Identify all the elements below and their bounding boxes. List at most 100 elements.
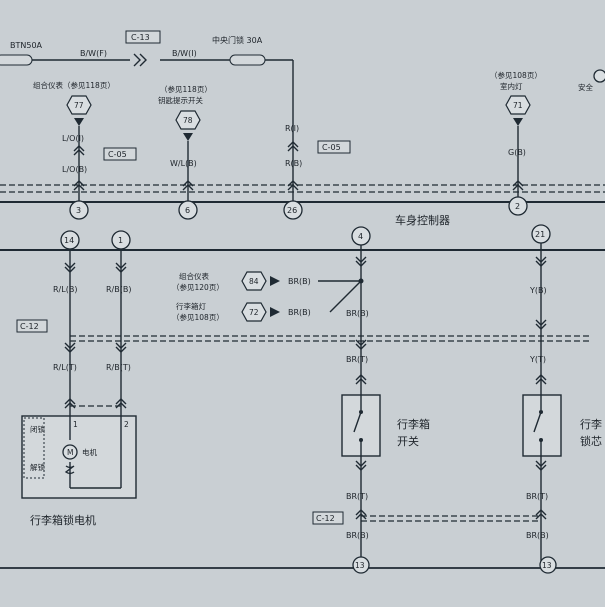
motor-coil — [64, 465, 75, 475]
motor-m-symbol: M — [67, 448, 73, 457]
connector-c12-label: C-12 — [20, 322, 39, 331]
svg-text:77: 77 — [74, 101, 84, 110]
wire-label: G(B) — [508, 148, 526, 157]
trunk-lamp-ref-page: （参见108页） — [172, 312, 224, 322]
bcm-pin-2: 2 — [508, 196, 528, 216]
connector-c05-label: C-05 — [108, 150, 127, 159]
wire-label: BR(T) — [346, 492, 368, 501]
trunk-switch-label-2: 开关 — [397, 434, 419, 448]
connector-chevron — [133, 53, 147, 67]
top-feed-wires — [0, 53, 294, 125]
trunk-switch-label-1: 行李箱 — [397, 417, 430, 431]
motor-unlock-label: 解锁 — [30, 462, 45, 472]
motor-lock-label: 闭锁 — [30, 424, 45, 434]
wire-label: L/O(I) — [62, 134, 84, 143]
connector-tag — [312, 511, 344, 525]
svg-text:26: 26 — [287, 206, 297, 215]
trunk-lock-motor-title: 行李箱锁电机 — [30, 513, 96, 527]
svg-text:2: 2 — [515, 202, 520, 211]
wire-label: R/L(B) — [53, 285, 77, 294]
hex-ref-84: 84 — [241, 271, 267, 291]
hex-ref-72: 72 — [241, 302, 267, 322]
hex-ref-71: 71 — [505, 95, 531, 126]
connector-tag — [103, 147, 137, 161]
lower-wires — [0, 243, 605, 569]
interior-lamp-ref: （参见108页） — [490, 70, 542, 80]
svg-text:6: 6 — [185, 206, 190, 215]
bcm-pin-26: 26 — [283, 200, 303, 220]
fuse-symbol — [0, 54, 33, 66]
bcm-pin-4: 4 — [351, 226, 371, 246]
wire-label: B/W(I) — [172, 49, 197, 58]
trunk-lamp-ref-name: 行李箱灯 — [176, 301, 206, 311]
bcm-pin-21: 21 — [531, 224, 551, 244]
key-switch-label: 钥匙提示开关 — [158, 95, 203, 105]
bcm-pin-1: 1 — [111, 230, 131, 250]
svg-text:13: 13 — [542, 561, 552, 570]
wire-label: BR(T) — [526, 492, 548, 501]
wire-label: R/B(T) — [106, 363, 131, 372]
bcm-pin-3: 3 — [69, 200, 89, 220]
connector-tag — [317, 140, 351, 154]
wire-label: L/O(B) — [62, 165, 87, 174]
bcm-title: 车身控制器 — [395, 213, 450, 227]
svg-text:13: 13 — [355, 561, 365, 570]
ground-pin-13a: 13 — [352, 556, 370, 574]
splice-lines — [270, 276, 364, 317]
connector-tag — [125, 30, 161, 44]
connector-c05-label: C-05 — [322, 143, 341, 152]
offpage-circle — [593, 69, 605, 83]
svg-text:14: 14 — [64, 236, 74, 245]
wire-label: R(I) — [285, 124, 299, 133]
motor-pin-1: 1 — [73, 420, 78, 429]
wire-label: Y(T) — [529, 355, 546, 364]
wire-label: BR(B) — [288, 277, 311, 286]
wire-label: B/W(F) — [80, 49, 107, 58]
instrument-cluster-ref: 组合仪表（参见118页） — [33, 80, 115, 90]
motor-pin-2: 2 — [124, 420, 129, 429]
svg-text:78: 78 — [183, 116, 193, 125]
trunk-open-switch — [341, 394, 381, 457]
bcm-pin-14: 14 — [60, 230, 80, 250]
cluster-ref-name: 组合仪表 — [179, 271, 209, 281]
lock-cylinder-label-1: 行李 — [580, 417, 602, 431]
trunk-lock-cylinder — [522, 394, 562, 457]
svg-text:1: 1 — [118, 236, 123, 245]
wire-label: BR(B) — [346, 309, 369, 318]
wire-label: W/L(B) — [170, 159, 197, 168]
cluster-ref-page: （参见120页） — [172, 282, 224, 292]
fuse-btn50a-label: BTN50A — [10, 41, 43, 50]
interior-lamp-label: 室内灯 — [500, 81, 523, 91]
connector-tag — [16, 319, 48, 333]
svg-text:3: 3 — [76, 206, 81, 215]
svg-text:84: 84 — [249, 277, 259, 286]
hex-ref-78: 78 — [175, 110, 201, 141]
bcm-module — [0, 184, 605, 251]
edge-label: 安全 — [578, 82, 593, 92]
fuse-central-lock-label: 中央门锁 30A — [212, 35, 263, 45]
motor-symbol — [62, 444, 78, 460]
svg-text:71: 71 — [513, 101, 523, 110]
svg-text:4: 4 — [358, 232, 363, 241]
bcm-pin-6: 6 — [178, 200, 198, 220]
key-switch-ref: （参见118页） — [160, 84, 212, 94]
wire-label: BR(T) — [346, 355, 368, 364]
motor-label: 电机 — [82, 447, 97, 457]
wire-label: R/B(B) — [106, 285, 131, 294]
hex-ref-77: 77 — [66, 95, 92, 126]
wire-label: BR(B) — [346, 531, 369, 540]
lock-cylinder-label-2: 锁芯 — [580, 434, 602, 448]
wire-label: R/L(T) — [53, 363, 77, 372]
wire-label: R(B) — [285, 159, 302, 168]
svg-text:72: 72 — [249, 308, 259, 317]
wire-label: BR(B) — [526, 531, 549, 540]
fuse-symbol — [229, 54, 266, 66]
connector-c12-label: C-12 — [316, 514, 335, 523]
svg-text:21: 21 — [535, 230, 545, 239]
connector-c13-label: C-13 — [131, 33, 150, 42]
wire-label: Y(B) — [529, 286, 547, 295]
trunk-lock-motor — [21, 415, 137, 499]
upper-drop-wires — [73, 125, 524, 202]
